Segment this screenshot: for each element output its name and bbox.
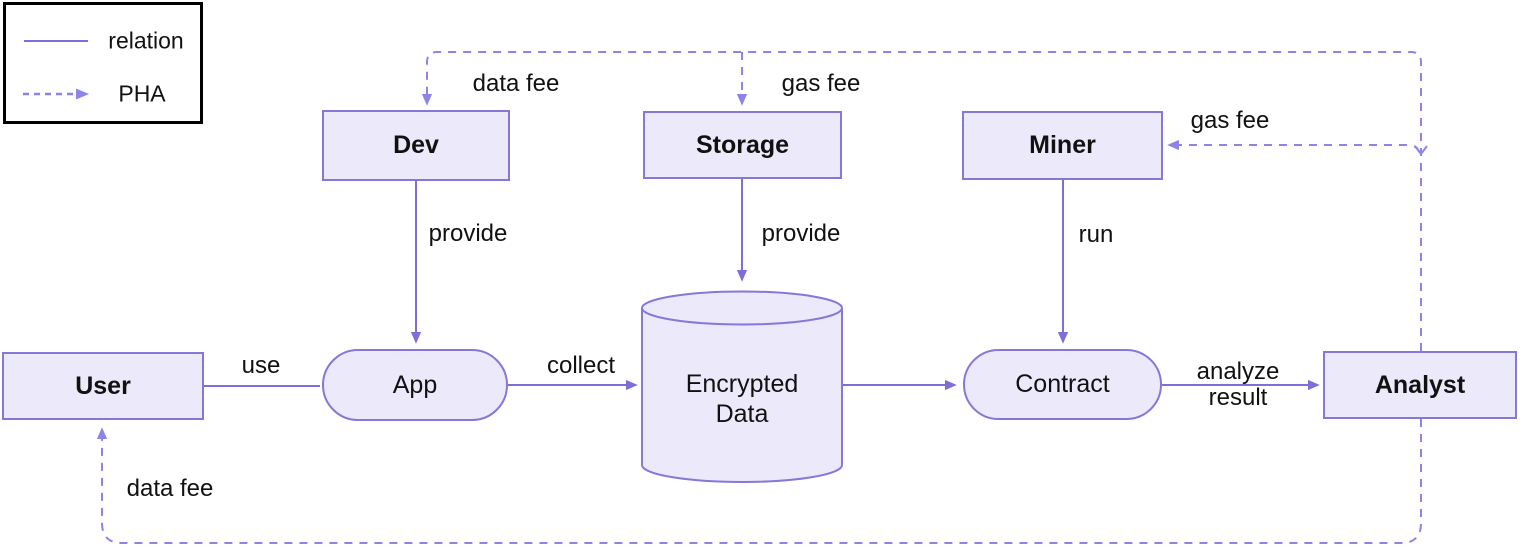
pha-junction-chevron-icon <box>1414 145 1428 156</box>
node-storage: Storage <box>643 111 842 179</box>
legend-solid-line-icon <box>24 40 88 42</box>
node-user: User <box>2 352 204 420</box>
edge-label-analyze-result: analyze result <box>1196 358 1280 411</box>
edge-pha-analyst-miner <box>1167 139 1420 153</box>
edge-label-data-fee-dev: data fee <box>472 70 560 97</box>
node-contract: Contract <box>963 349 1162 420</box>
node-app: App <box>322 349 508 421</box>
node-analyst: Analyst <box>1323 351 1517 419</box>
node-user-label: User <box>75 371 131 400</box>
edge-label-gas-fee-storage: gas fee <box>781 70 861 97</box>
legend-item-relation: relation <box>108 27 184 54</box>
node-dev-label: Dev <box>393 131 439 159</box>
node-encrypted-data-label: Encrypted Data <box>685 370 799 428</box>
node-analyst-label: Analyst <box>1374 370 1466 399</box>
node-storage-label: Storage <box>695 130 790 159</box>
legend: relation PHA <box>3 2 203 124</box>
node-app-label: App <box>392 370 438 399</box>
node-dev: Dev <box>322 110 510 181</box>
edge-label-provide-storage: provide <box>761 220 841 247</box>
legend-dashed-arrow-icon <box>23 88 89 100</box>
edge-label-run: run <box>1078 221 1114 248</box>
edge-label-use: use <box>241 352 281 379</box>
edge-label-collect: collect <box>546 352 616 379</box>
legend-item-pha: PHA <box>118 80 166 107</box>
node-encrypted-data: Encrypted Data <box>641 290 843 483</box>
cylinder-shape-icon <box>641 290 843 483</box>
node-miner-label: Miner <box>1029 131 1096 159</box>
edge-label-gas-fee-miner: gas fee <box>1190 107 1270 134</box>
edge-pha-analyst-dev <box>421 51 1422 351</box>
node-miner: Miner <box>962 111 1163 180</box>
edge-label-provide-dev: provide <box>428 220 508 247</box>
edge-label-data-fee-user: data fee <box>126 475 214 502</box>
edge-pha-analyst-user <box>96 419 1422 544</box>
node-contract-label: Contract <box>1015 370 1110 398</box>
